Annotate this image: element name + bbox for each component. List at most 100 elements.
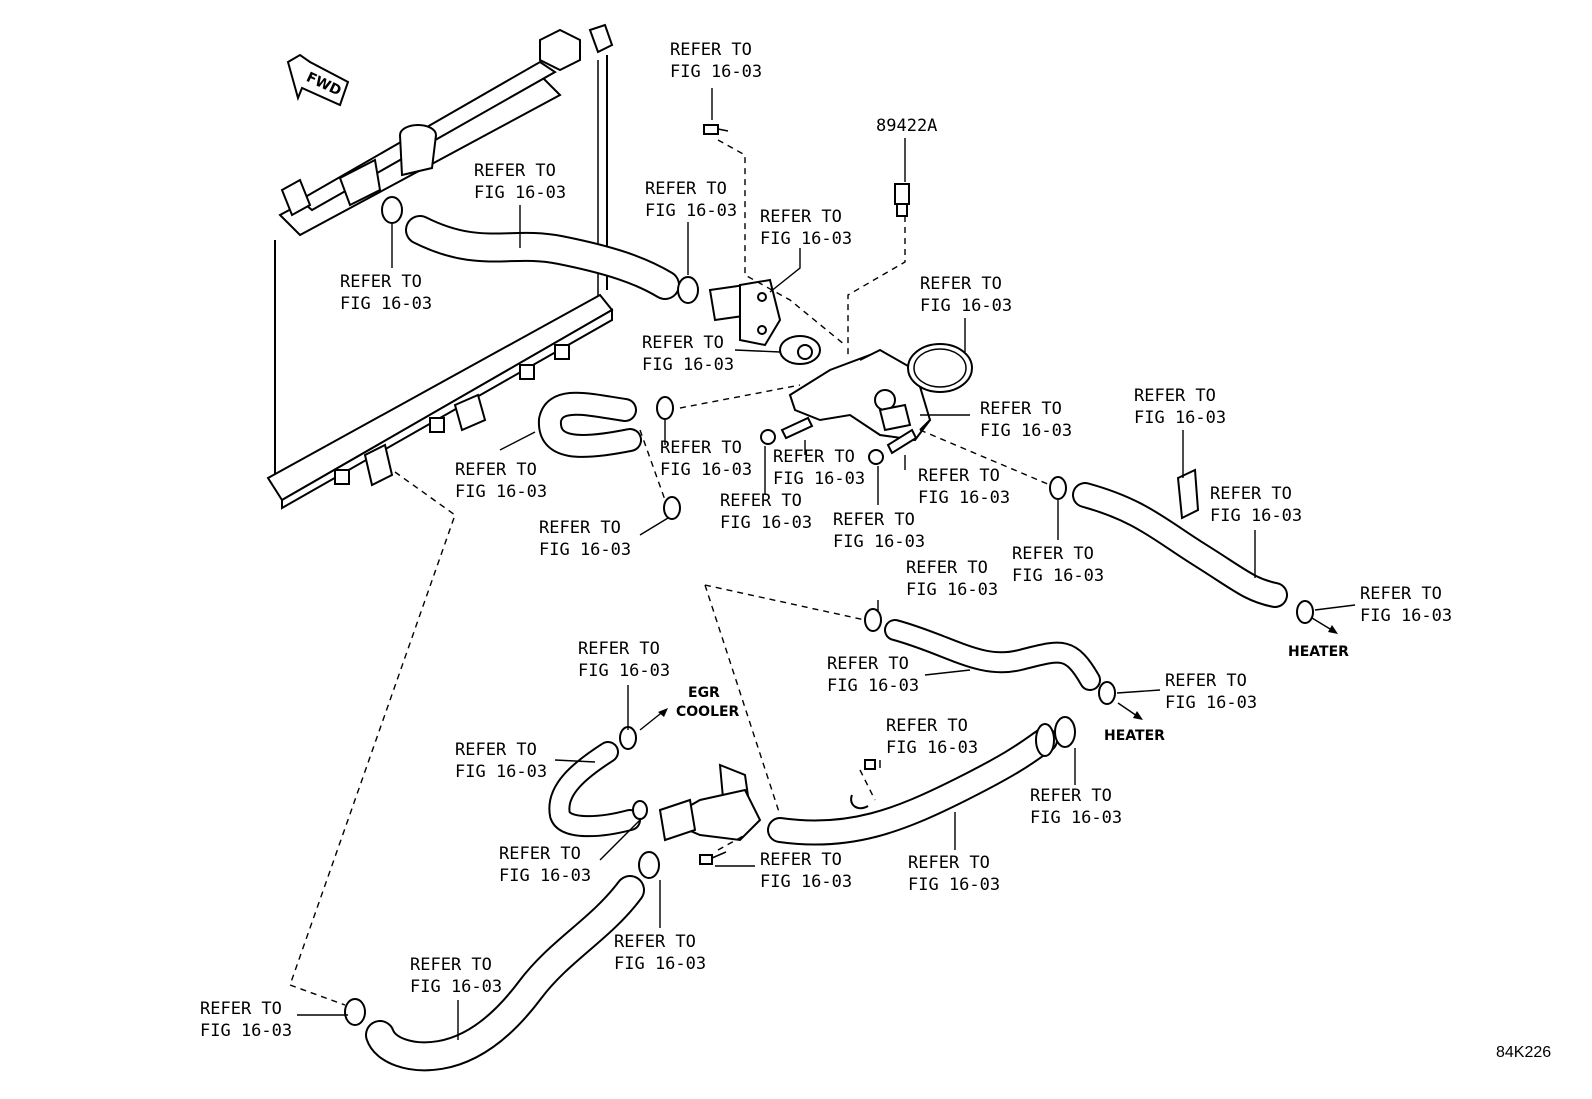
refer-label-line1: REFER TO <box>645 179 727 199</box>
refer-label-line1: REFER TO <box>833 510 915 530</box>
refer-label-line2: FIG 16-03 <box>499 866 591 886</box>
hose-clamp-11 <box>638 851 660 879</box>
gasket-ring <box>907 343 973 393</box>
heater-arrow-2-icon <box>1117 702 1143 720</box>
egr-arrow-icon <box>639 708 668 731</box>
refer-label-line1: REFER TO <box>660 438 742 458</box>
refer-label-line1: REFER TO <box>980 399 1062 419</box>
water-outlet <box>708 278 782 347</box>
refer-label-line1: REFER TO <box>642 333 724 353</box>
refer-label-line1: REFER TO <box>539 518 621 538</box>
refer-label-line1: REFER TO <box>578 639 660 659</box>
refer-label-line2: FIG 16-03 <box>760 872 852 892</box>
temperature-sensor <box>894 183 910 217</box>
refer-label-line2: FIG 16-03 <box>906 580 998 600</box>
refer-label-line1: REFER TO <box>720 491 802 511</box>
destination-heater-2: HEATER <box>1104 728 1165 744</box>
refer-label-line1: REFER TO <box>455 740 537 760</box>
hose-bracket <box>1176 468 1200 520</box>
pipe-bracket <box>850 794 869 810</box>
part-number-label: 89422A <box>876 116 937 136</box>
refer-label-line1: REFER TO <box>760 207 842 227</box>
hose-clamp-2 <box>677 276 699 304</box>
refer-label-line2: FIG 16-03 <box>833 532 925 552</box>
stud-2 <box>886 428 918 455</box>
refer-label-line2: FIG 16-03 <box>980 421 1072 441</box>
refer-label-line1: REFER TO <box>670 40 752 60</box>
fwd-arrow-icon: FWD <box>286 53 350 107</box>
hose-clamp-5 <box>1049 476 1067 500</box>
nut-1 <box>760 429 776 445</box>
figure-code: 84K226 <box>1496 1044 1551 1061</box>
refer-label-line2: FIG 16-03 <box>670 62 762 82</box>
stud <box>780 416 814 440</box>
thermostat <box>779 335 821 365</box>
hose-clamp-9 <box>619 726 637 750</box>
hose-clamp-4 <box>663 496 681 520</box>
refer-label-line2: FIG 16-03 <box>455 482 547 502</box>
egr-hose <box>548 741 641 838</box>
refer-label-line1: REFER TO <box>886 716 968 736</box>
refer-label-line2: FIG 16-03 <box>908 875 1000 895</box>
upper-radiator-hose <box>405 215 680 300</box>
refer-label-line1: REFER TO <box>920 274 1002 294</box>
refer-label-line2: FIG 16-03 <box>1134 408 1226 428</box>
refer-label-line1: REFER TO <box>1210 484 1292 504</box>
refer-label-line1: REFER TO <box>474 161 556 181</box>
refer-label-line2: FIG 16-03 <box>340 294 432 314</box>
refer-label-line2: FIG 16-03 <box>886 738 978 758</box>
refer-label-line1: REFER TO <box>773 447 855 467</box>
refer-label-line1: REFER TO <box>455 460 537 480</box>
refer-label-line2: FIG 16-03 <box>1360 606 1452 626</box>
refer-label-line2: FIG 16-03 <box>474 183 566 203</box>
bypass-hose <box>538 391 642 458</box>
thermostat-housing <box>788 348 932 442</box>
hose-clamp-12 <box>344 998 366 1026</box>
refer-label-line1: REFER TO <box>1165 671 1247 691</box>
radiator <box>266 23 614 510</box>
leader-lines <box>297 88 1356 1040</box>
refer-label-line2: FIG 16-03 <box>918 488 1010 508</box>
refer-label-line2: FIG 16-03 <box>827 676 919 696</box>
bolt-top <box>703 124 729 135</box>
refer-label-line2: FIG 16-03 <box>410 977 502 997</box>
refer-label-line2: FIG 16-03 <box>642 355 734 375</box>
refer-label-line2: FIG 16-03 <box>1165 693 1257 713</box>
refer-label-line1: REFER TO <box>200 999 282 1019</box>
alignment-lines <box>289 139 1051 1006</box>
destination-egr-line2: COOLER <box>676 704 740 720</box>
refer-label-line1: REFER TO <box>1134 386 1216 406</box>
nut-2 <box>868 449 884 465</box>
refer-label-line1: REFER TO <box>1360 584 1442 604</box>
refer-label-line1: REFER TO <box>918 466 1000 486</box>
refer-label-line2: FIG 16-03 <box>200 1021 292 1041</box>
refer-label-line1: REFER TO <box>1012 544 1094 564</box>
refer-label-line2: FIG 16-03 <box>578 661 670 681</box>
destination-heater-1: HEATER <box>1288 644 1349 660</box>
refer-label-line2: FIG 16-03 <box>773 469 865 489</box>
hose-clamp-7 <box>864 608 882 632</box>
refer-label-line1: REFER TO <box>410 955 492 975</box>
